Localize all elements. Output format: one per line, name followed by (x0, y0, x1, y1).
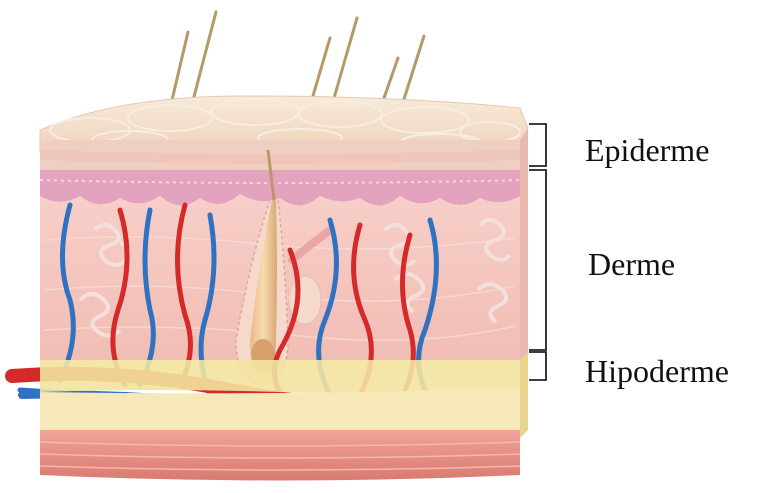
muscle-layer (40, 430, 520, 481)
hypodermis (40, 352, 528, 438)
label-epiderme: Epiderme (585, 134, 709, 166)
bracket-hipoderme (529, 352, 546, 380)
label-hipoderme: Hipoderme (585, 355, 729, 387)
bracket-epiderme (529, 124, 546, 166)
layer-brackets (529, 124, 546, 380)
label-derme: Derme (588, 248, 675, 280)
bracket-derme (529, 170, 546, 350)
